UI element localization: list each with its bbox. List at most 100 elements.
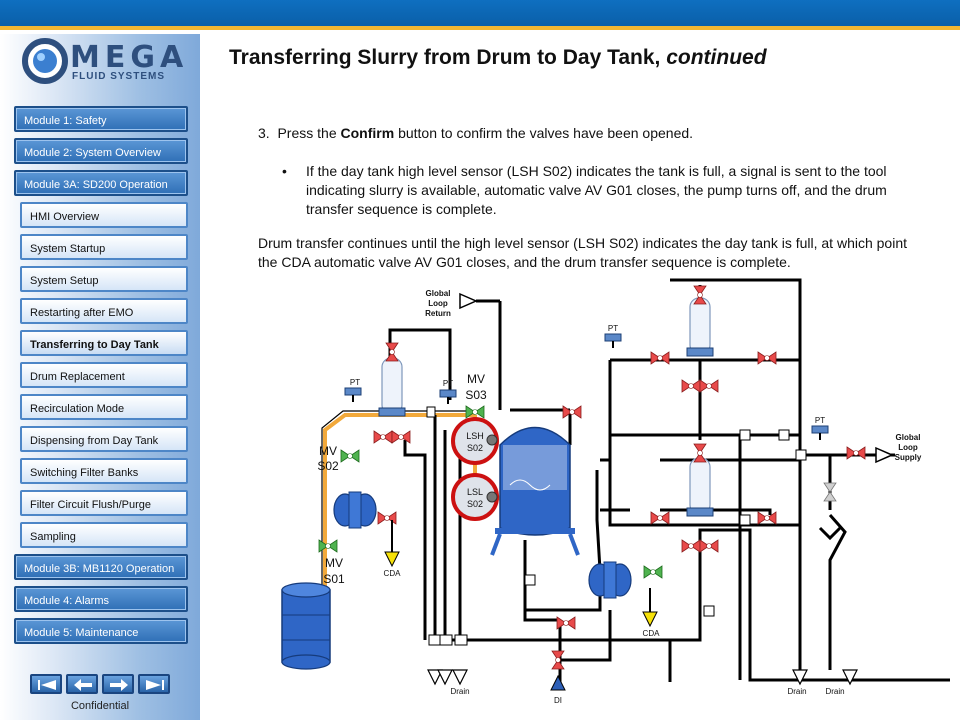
sidebar-item-label: Drum Replacement bbox=[30, 371, 125, 383]
label-drain-1: Drain bbox=[450, 687, 469, 696]
pt-gauge-drum bbox=[344, 387, 362, 403]
sidebar-item[interactable]: HMI Overview bbox=[20, 202, 188, 228]
label-glr-1: Global bbox=[426, 289, 451, 298]
valve-red-18 bbox=[846, 446, 866, 460]
drain-outlets bbox=[427, 669, 858, 686]
arrow-left-icon bbox=[74, 679, 92, 691]
arrow-right-icon bbox=[110, 679, 128, 691]
sidebar-item-label: Recirculation Mode bbox=[30, 403, 125, 415]
sidebar-item[interactable]: Transferring to Day Tank bbox=[20, 330, 188, 356]
sidebar-item[interactable]: Module 2: System Overview bbox=[14, 138, 188, 164]
sidebar-item-label: Sampling bbox=[30, 531, 76, 543]
sidebar-item[interactable]: Module 1: Safety bbox=[14, 106, 188, 132]
label-lsh-b: S02 bbox=[467, 443, 483, 453]
page-title: Transferring Slurry from Drum to Day Tan… bbox=[229, 46, 767, 70]
label-cda-1: CDA bbox=[384, 569, 402, 578]
valve-red-11 bbox=[693, 443, 707, 463]
slurry-line-outline bbox=[321, 410, 475, 595]
global-loop-return-arrow bbox=[459, 292, 502, 410]
slide-nav-buttons bbox=[30, 674, 172, 696]
valve-red-14 bbox=[681, 539, 701, 553]
valve-red-2 bbox=[373, 430, 393, 444]
step-text-pre: Press the bbox=[277, 125, 337, 141]
top-banner bbox=[0, 0, 960, 30]
valve-red-4 bbox=[377, 511, 397, 525]
label-mvs01-a: MV bbox=[325, 556, 343, 570]
confidential-label: Confidential bbox=[70, 700, 130, 712]
valve-red-8 bbox=[757, 351, 777, 365]
step-3: 3. Press the Confirm button to confirm t… bbox=[258, 124, 898, 143]
sidebar-item[interactable]: Module 5: Maintenance bbox=[14, 618, 188, 644]
page-title-main: Transferring Slurry from Drum to Day Tan… bbox=[229, 46, 661, 69]
valve-red-13 bbox=[757, 511, 777, 525]
sidebar-item[interactable]: System Setup bbox=[20, 266, 188, 292]
sidebar-item[interactable]: Filter Circuit Flush/Purge bbox=[20, 490, 188, 516]
sidebar-item[interactable]: Module 4: Alarms bbox=[14, 586, 188, 612]
di-water-icon bbox=[550, 674, 566, 691]
step-text-post: button to confirm the valves have been o… bbox=[398, 125, 694, 141]
label-pt-2: PT bbox=[443, 379, 453, 388]
label-mvs02-b: S02 bbox=[317, 459, 339, 473]
label-pt-3: PT bbox=[608, 324, 618, 333]
skip-back-icon bbox=[38, 680, 56, 690]
sidebar-item-label: Filter Circuit Flush/Purge bbox=[30, 499, 152, 511]
page-title-continued: continued bbox=[666, 46, 767, 69]
sidebar-item[interactable]: Module 3B: MB1120 Operation bbox=[14, 554, 188, 580]
bullet-text: If the day tank high level sensor (LSH S… bbox=[306, 163, 887, 217]
label-cda-2: CDA bbox=[643, 629, 661, 638]
day-tank-pump bbox=[588, 561, 632, 599]
sidebar-item-label: Module 3A: SD200 Operation bbox=[24, 179, 168, 191]
valve-green-mv-s01 bbox=[318, 539, 338, 553]
logo-word: MEGA bbox=[70, 40, 189, 75]
label-gls-2: Loop bbox=[898, 443, 918, 452]
company-logo: MEGA FLUID SYSTEMS bbox=[22, 38, 183, 88]
drum-filter bbox=[378, 357, 406, 417]
skip-forward-icon bbox=[146, 680, 164, 690]
sidebar-item[interactable]: Drum Replacement bbox=[20, 362, 188, 388]
valve-red-15 bbox=[699, 539, 719, 553]
pt-gauge-loop bbox=[604, 333, 622, 349]
label-di: DI bbox=[554, 696, 562, 705]
sidebar-item-label: Transferring to Day Tank bbox=[30, 339, 159, 351]
sidebar-item-label: Dispensing from Day Tank bbox=[30, 435, 159, 447]
label-drain-2: Drain bbox=[787, 687, 806, 696]
previous-slide-button[interactable] bbox=[66, 674, 98, 694]
sidebar-item-label: Module 1: Safety bbox=[24, 115, 107, 127]
next-slide-button[interactable] bbox=[102, 674, 134, 694]
last-slide-button[interactable] bbox=[138, 674, 170, 694]
label-mvs03-b: S03 bbox=[465, 388, 487, 402]
label-pt-4: PT bbox=[815, 416, 825, 425]
label-mvs03-a: MV bbox=[467, 372, 485, 386]
sidebar-item[interactable]: Recirculation Mode bbox=[20, 394, 188, 420]
sidebar-item-label: Switching Filter Banks bbox=[30, 467, 139, 479]
label-lsh-a: LSH bbox=[466, 431, 484, 441]
cda-supply-icon bbox=[384, 520, 400, 568]
label-lsl-b: S02 bbox=[467, 499, 483, 509]
sidebar-item[interactable]: Restarting after EMO bbox=[20, 298, 188, 324]
sidebar-item-label: Module 5: Maintenance bbox=[24, 627, 139, 639]
label-mvs01-b: S01 bbox=[323, 572, 345, 586]
sidebar-item-label: Module 3B: MB1120 Operation bbox=[24, 563, 175, 575]
label-lsl-a: LSL bbox=[467, 487, 483, 497]
pt-gauge-supply bbox=[811, 425, 829, 441]
sidebar-item[interactable]: Switching Filter Banks bbox=[20, 458, 188, 484]
sidebar-item[interactable]: Dispensing from Day Tank bbox=[20, 426, 188, 452]
sidebar-item[interactable]: Sampling bbox=[20, 522, 188, 548]
step-number: 3. bbox=[258, 125, 270, 141]
sidebar-item[interactable]: System Startup bbox=[20, 234, 188, 260]
valve-red-6 bbox=[693, 285, 707, 305]
valve-red-16 bbox=[556, 616, 576, 630]
first-slide-button[interactable] bbox=[30, 674, 62, 694]
pt-gauge-mv bbox=[439, 389, 457, 405]
lsh-s02-highlight bbox=[451, 417, 499, 465]
valve-red-9 bbox=[681, 379, 701, 393]
drain-funnel-icon bbox=[818, 526, 842, 541]
filter-bank-b bbox=[686, 457, 714, 517]
filter-bank-a bbox=[686, 297, 714, 357]
label-glr-3: Return bbox=[425, 309, 451, 318]
bullet-item: • If the day tank high level sensor (LSH… bbox=[282, 162, 906, 219]
label-mvs02-a: MV bbox=[319, 444, 337, 458]
sidebar-item[interactable]: Module 3A: SD200 Operation bbox=[14, 170, 188, 196]
sidebar-item-label: HMI Overview bbox=[30, 211, 100, 223]
sidebar-item-label: Module 2: System Overview bbox=[24, 147, 161, 159]
